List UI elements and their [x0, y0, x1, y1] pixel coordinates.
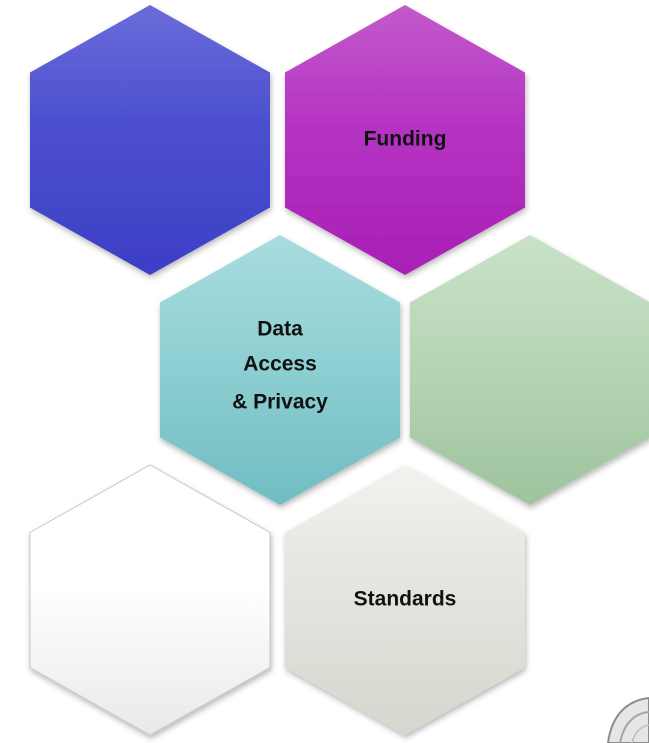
hex-blue-shape [30, 5, 270, 275]
hex-teal-label-line: Access [243, 353, 317, 376]
hex-gray-shape [285, 465, 525, 735]
hex-gray-label-line: Standards [354, 588, 457, 611]
hex-gray: Standards [285, 465, 525, 735]
hex-green-shape [410, 235, 649, 505]
hex-magenta-shape [285, 5, 525, 275]
hex-white [29, 464, 271, 736]
hex-white-shape [29, 464, 271, 736]
hex-magenta-label-line: Funding [364, 128, 447, 151]
hex-teal-label-line: & Privacy [232, 391, 328, 414]
hex-green [410, 235, 649, 505]
hex-teal-label-line: Data [257, 318, 303, 341]
hex-blue [30, 5, 270, 275]
hex-teal-shape [160, 235, 400, 505]
corner-decoration [606, 696, 649, 743]
hex-magenta: Funding [285, 5, 525, 275]
